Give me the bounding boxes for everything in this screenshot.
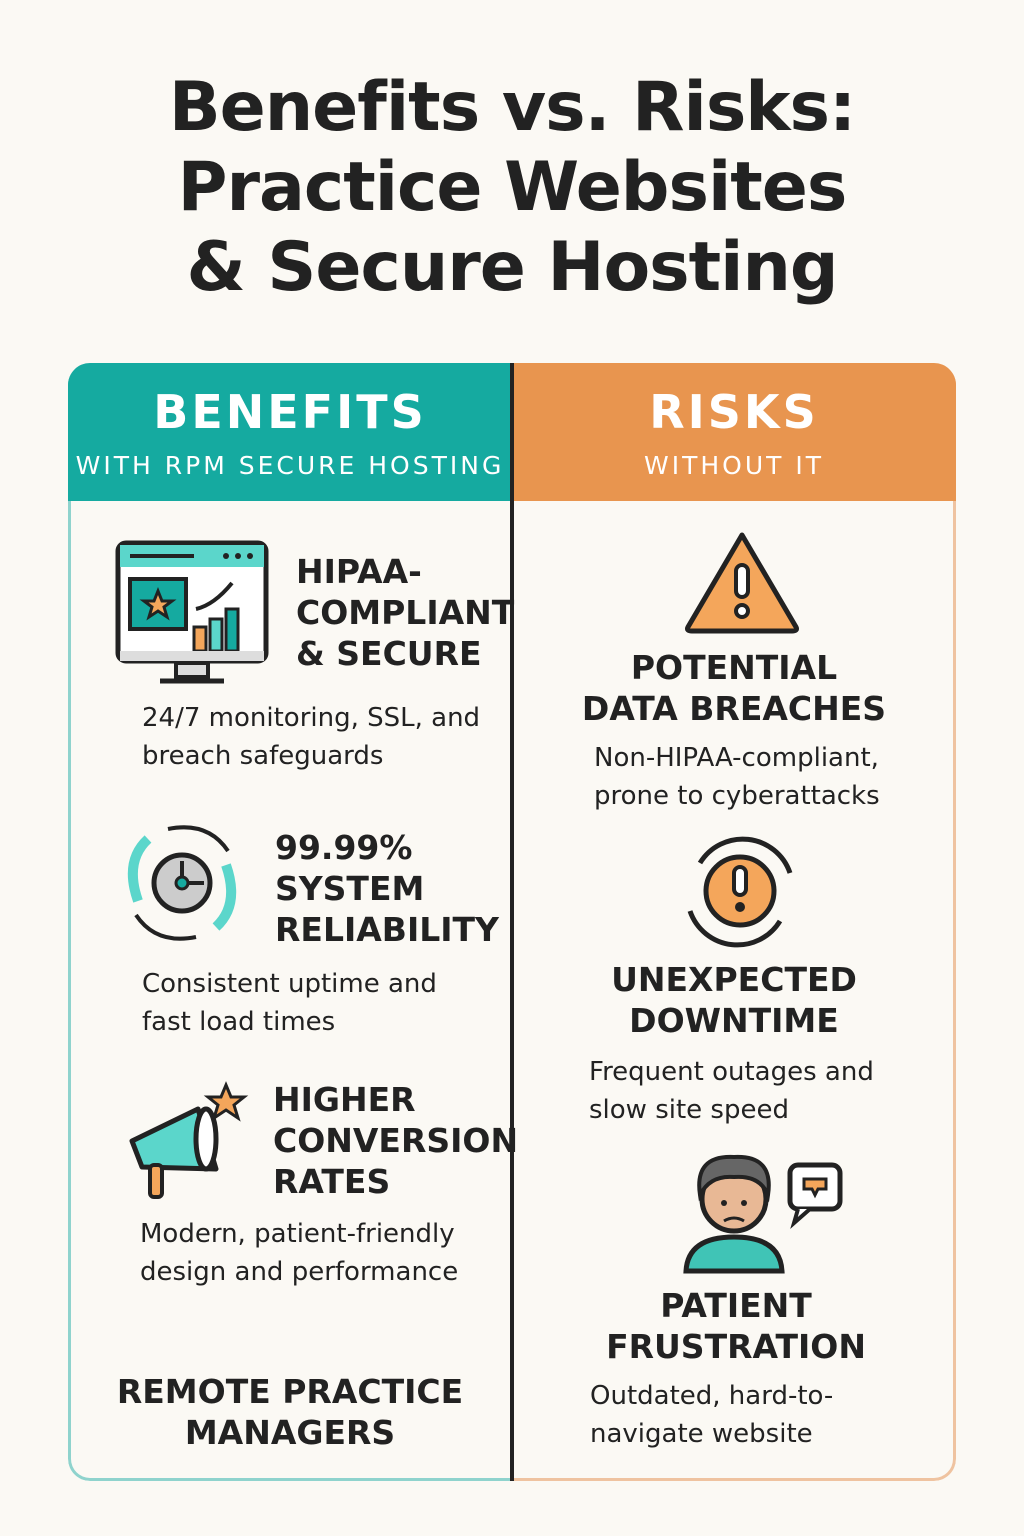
frustrated-patient-icon <box>683 1154 843 1274</box>
title-line: RELIABILITY <box>275 910 499 949</box>
desc-line: prone to cyberattacks <box>594 781 880 811</box>
website-monitor-icon <box>115 540 269 684</box>
uptime-cycle-icon <box>127 825 237 941</box>
benefits-header: BENEFITS WITH RPM SECURE HOSTING <box>68 363 512 501</box>
risk-title: POTENTIAL DATA BREACHES <box>512 647 956 729</box>
benefits-subheading: WITH RPM SECURE HOSTING <box>75 451 505 480</box>
desc-line: fast load times <box>142 1007 336 1037</box>
title-line: Practice Websites <box>177 148 848 227</box>
risks-column <box>512 363 956 1481</box>
benefit-title: HIGHER CONVERSION RATES <box>273 1079 518 1202</box>
brand-line: MANAGERS <box>184 1413 396 1452</box>
desc-line: breach safeguards <box>142 741 384 771</box>
risk-description: Non-HIPAA-compliant, prone to cyberattac… <box>594 739 880 815</box>
megaphone-star-icon <box>129 1081 249 1199</box>
benefits-column <box>68 363 512 1481</box>
title-line: DATA BREACHES <box>581 689 887 728</box>
desc-line: 24/7 monitoring, SSL, and <box>142 703 481 733</box>
title-line: FRUSTRATION <box>606 1327 866 1366</box>
risk-description: Frequent outages and slow site speed <box>589 1053 874 1129</box>
risks-heading: RISKS <box>649 385 819 439</box>
desc-line: navigate website <box>590 1419 813 1449</box>
benefit-description: Modern, patient-friendly design and perf… <box>140 1215 458 1291</box>
desc-line: Frequent outages and <box>589 1057 874 1087</box>
brand-name: REMOTE PRACTICE MANAGERS <box>68 1371 512 1453</box>
benefit-description: Consistent uptime and fast load times <box>142 965 437 1041</box>
desc-line: Consistent uptime and <box>142 969 437 999</box>
benefits-heading: BENEFITS <box>153 385 427 439</box>
page-title: Benefits vs. Risks: Practice Websites & … <box>0 68 1024 308</box>
title-line: CONVERSION <box>273 1121 519 1160</box>
desc-line: Modern, patient-friendly <box>140 1219 455 1249</box>
desc-line: Outdated, hard-to- <box>590 1381 834 1411</box>
title-line: COMPLIANT <box>296 593 515 632</box>
title-line: POTENTIAL <box>630 648 838 687</box>
warning-triangle-icon <box>685 532 799 634</box>
title-line: HIGHER <box>273 1080 416 1119</box>
title-line: HIPAA- <box>296 552 422 591</box>
column-divider <box>510 363 514 1481</box>
benefit-description: 24/7 monitoring, SSL, and breach safegua… <box>142 699 480 775</box>
title-line: Benefits vs. Risks: <box>168 68 856 147</box>
title-line: 99.99% <box>275 828 413 867</box>
title-line: SYSTEM <box>275 869 425 908</box>
title-line: PATIENT <box>660 1286 812 1325</box>
desc-line: design and performance <box>140 1257 459 1287</box>
benefit-title: HIPAA- COMPLIANT & SECURE <box>296 551 514 674</box>
risk-description: Outdated, hard-to- navigate website <box>590 1377 833 1453</box>
title-line: & SECURE <box>296 634 482 673</box>
title-line: UNEXPECTED <box>611 960 857 999</box>
downtime-alert-icon <box>687 836 793 948</box>
benefit-title: 99.99% SYSTEM RELIABILITY <box>275 827 499 950</box>
risk-title: PATIENT FRUSTRATION <box>512 1285 956 1367</box>
risks-header: RISKS WITHOUT IT <box>512 363 956 501</box>
title-line: RATES <box>273 1162 391 1201</box>
title-line: & Secure Hosting <box>186 228 838 307</box>
desc-line: Non-HIPAA-compliant, <box>594 743 879 773</box>
comparison-card: BENEFITS WITH RPM SECURE HOSTING RISKS W… <box>68 363 956 1481</box>
desc-line: slow site speed <box>589 1095 789 1125</box>
risks-subheading: WITHOUT IT <box>644 451 824 480</box>
risk-title: UNEXPECTED DOWNTIME <box>512 959 956 1041</box>
title-line: DOWNTIME <box>629 1001 839 1040</box>
brand-line: REMOTE PRACTICE <box>116 1372 464 1411</box>
